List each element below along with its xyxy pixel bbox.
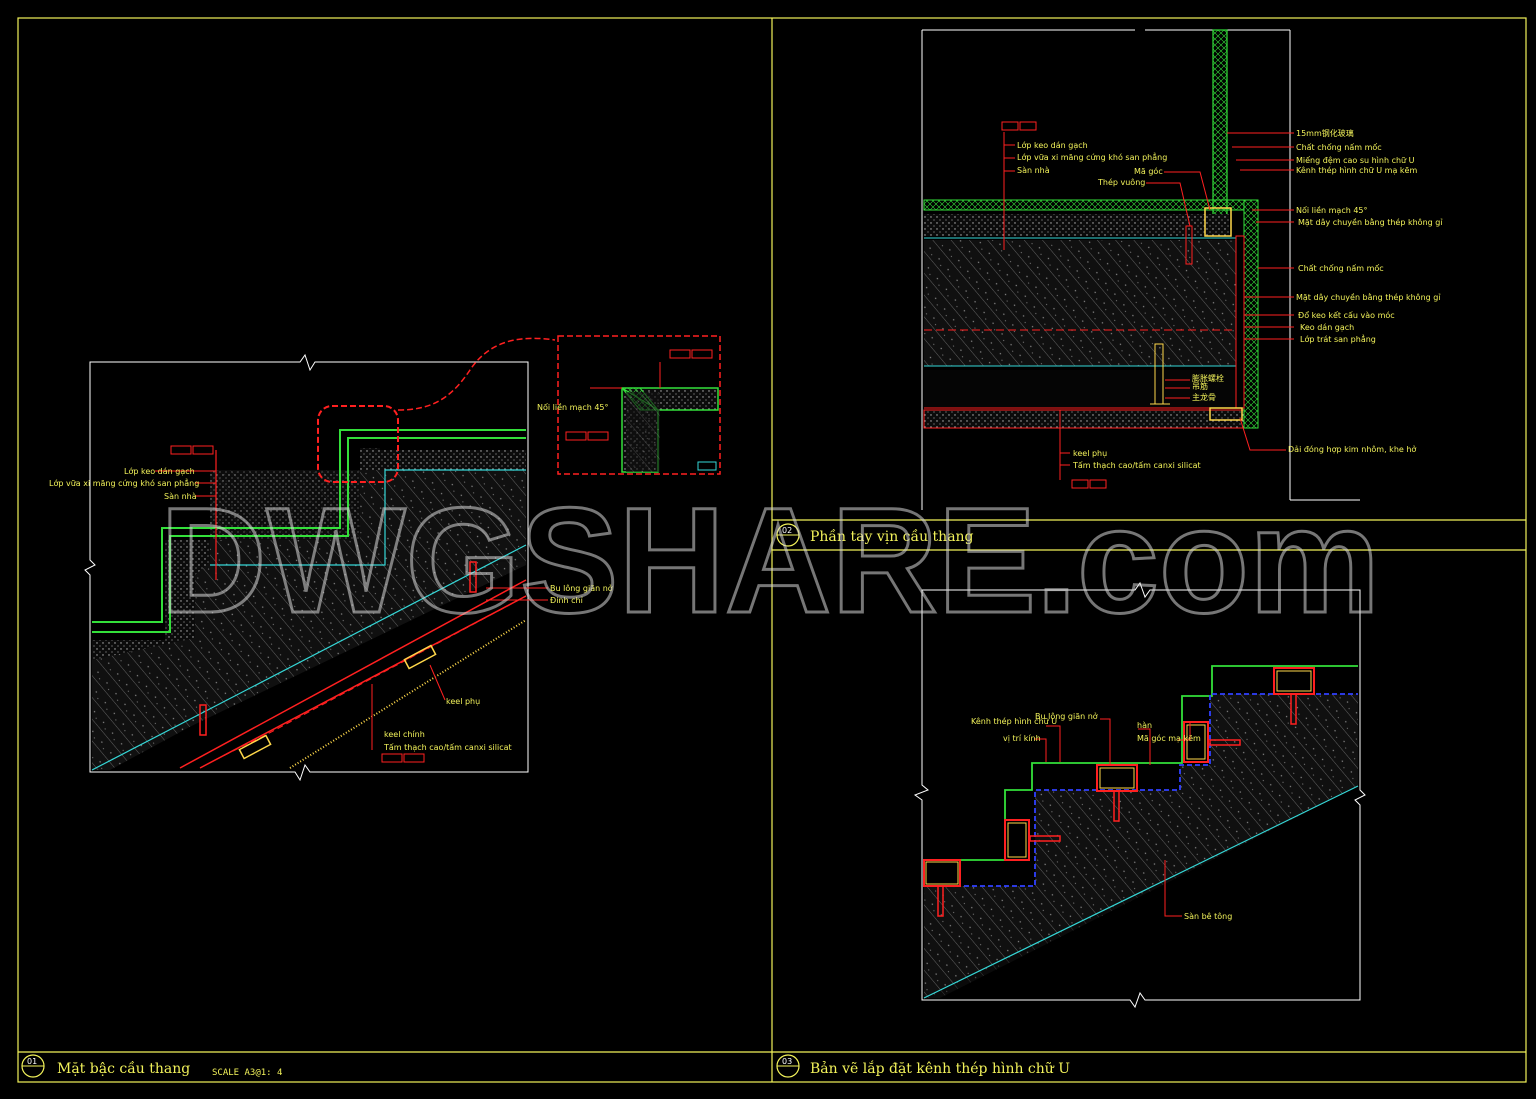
p02-label-rubber-gasket: Miếng đệm cao su hình chữ U (1296, 155, 1415, 165)
p01-number: 01 (27, 1057, 37, 1066)
p02-label-u-channel: Kênh thép hình chữ U mạ kẽm (1296, 165, 1417, 176)
p02-label-mortar: Lớp vữa xi măng cứng khó san phẳng (1017, 152, 1167, 162)
p01-label-floor: Sàn nhà (164, 492, 197, 501)
p02-label-hanger-cn: 吊筋 (1192, 381, 1208, 391)
p01-title: Mặt bậc cầu thang (57, 1060, 190, 1077)
p01-scale: SCALE A3@1: 4 (212, 1068, 282, 1078)
panel-02-handrail: Lớp keo dán gạch Lớp vữa xi măng cứng kh… (921, 29, 1443, 510)
p02-label-corner-code: Mã góc (1134, 166, 1163, 176)
p02-label-structural-glue: Đổ keo kết cấu vào móc (1298, 310, 1395, 320)
p02-label-floor: Sàn nhà (1017, 166, 1050, 175)
p01-label-main-keel: keel chính (384, 730, 425, 739)
p03-label-concrete-slab: Sàn bê tông (1184, 911, 1232, 921)
p02-label-antifungal-1: Chất chống nấm mốc (1296, 142, 1382, 152)
p02-label-stainless-2: Mặt dây chuyền bằng thép không gỉ (1296, 292, 1441, 303)
p02-label-tile-glue: Keo dán gạch (1300, 323, 1354, 333)
p01-label-gypsum-board: Tấm thạch cao/tấm canxi silicat (383, 742, 512, 753)
panel-03-u-channel: Kênh thép hình chữ U Bu lông giãn nở vị … (913, 581, 1366, 1009)
p01-label-tile-adhesive: Lớp keo dán gạch (124, 466, 195, 477)
p02-label-square-steel: Thép vuông (1097, 177, 1145, 187)
p02-label-leveling: Lớp trát san phẳng (1300, 334, 1376, 344)
panel-01-stair-tread: Lớp keo dán gạch Lớp vữa xi măng cứng kh… (49, 335, 721, 782)
p03-label-glass-position: vị trí kính (1003, 734, 1041, 744)
p01-label-sub-keel: keel phụ (446, 697, 480, 707)
p03-label-weld: hàn (1137, 721, 1152, 730)
p01-label-expansion-bolt: Bu lông giãn nở (550, 583, 613, 593)
title-block-03: 03 Bản vẽ lắp đặt kênh thép hình chữ U (776, 1054, 1070, 1078)
p02-label-seamless-45: Nối liền mạch 45° (1296, 205, 1368, 216)
p01-label-rod: Đinh chỉ (550, 595, 584, 605)
p03-label-u-channel: Kênh thép hình chữ U (971, 716, 1057, 726)
p02-label-gypsum-board: Tấm thạch cao/tấm canxi silicat (1072, 460, 1201, 471)
p02-label-sub-keel: keel phụ (1073, 449, 1107, 459)
p02-label-stainless-1: Mặt dây chuyền bằng thép không gỉ (1298, 217, 1443, 228)
watermark-logo: DWGSHARE.com (160, 476, 1380, 644)
title-block-01: 01 Mặt bậc cầu thang SCALE A3@1: 4 (21, 1054, 282, 1078)
p01-callout-seamless-45: Nối liền mạch 45° (537, 402, 609, 413)
p03-title: Bản vẽ lắp đặt kênh thép hình chữ U (810, 1059, 1070, 1077)
p02-label-main-keel-cn: 主龙骨 (1192, 392, 1216, 402)
p03-number: 03 (782, 1057, 792, 1066)
p01-label-mortar: Lớp vữa xi măng cứng khó san phẳng (49, 478, 199, 488)
p02-title: Phần tay vịn cầu thang (810, 528, 974, 545)
sheet-frame (17, 17, 1527, 1083)
p02-label-antifungal-2: Chất chống nấm mốc (1298, 263, 1384, 273)
p03-label-galvanized-corner: Mã góc mạ kẽm (1137, 733, 1201, 744)
p03-label-expansion-bolt: Bu lông giãn nở (1035, 711, 1098, 721)
p02-label-glass: 15mm钢化玻璃 (1296, 128, 1354, 138)
p02-label-tile-adhesive: Lớp keo dán gạch (1017, 140, 1088, 151)
title-block-02: 02 Phần tay vịn cầu thang (776, 523, 974, 547)
p02-number: 02 (782, 526, 792, 535)
p02-label-bolt-cn: 膨胀螺栓 (1192, 373, 1224, 383)
p02-label-aluminium-strip: Dải đóng hợp kim nhôm, khe hở (1288, 444, 1416, 454)
